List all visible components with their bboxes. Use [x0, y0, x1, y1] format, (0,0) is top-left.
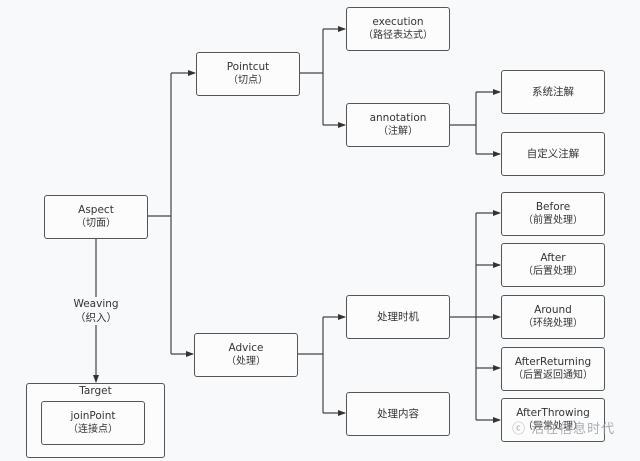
node-system-annotation[interactable]: 系统注解: [501, 70, 605, 114]
edge-timing-trunk: [450, 213, 477, 420]
node-around-title: Around: [534, 304, 572, 316]
node-after-returning[interactable]: AfterReturning （后置返回通知）: [501, 347, 605, 391]
node-pointcut-title: Pointcut: [226, 61, 270, 73]
node-before[interactable]: Before （前置处理）: [501, 192, 605, 236]
node-after-sub: （后置处理）: [523, 266, 583, 277]
node-advice-title: Advice: [228, 342, 264, 354]
node-advice-sub: （处理）: [226, 356, 266, 367]
edge-annotation-trunk: [450, 92, 477, 154]
node-after-throwing-title: AfterThrowing: [516, 407, 590, 419]
node-after[interactable]: After （后置处理）: [501, 243, 605, 287]
node-timing-title: 处理时机: [377, 311, 419, 323]
node-aspect-sub: （切面）: [76, 218, 116, 229]
node-execution-sub: （路径表达式）: [363, 30, 433, 41]
edge-label-weaving-sub: （织入）: [75, 312, 117, 324]
node-target-title: Target: [79, 385, 112, 397]
node-target[interactable]: Target joinPoint （连接点）: [26, 383, 165, 458]
node-joinpoint-title: joinPoint: [70, 410, 116, 422]
node-around-sub: （环绕处理）: [523, 318, 583, 329]
edge-label-weaving-title: Weaving: [73, 298, 119, 310]
watermark-text: 活在信息时代: [531, 422, 616, 437]
node-joinpoint-sub: （连接点）: [68, 424, 118, 435]
node-around[interactable]: Around （环绕处理）: [501, 295, 605, 339]
node-after-throwing[interactable]: AfterThrowing （异常处理）: [501, 398, 605, 442]
edge-aspect-trunk: [147, 73, 172, 354]
node-pointcut-sub: （切点）: [228, 75, 268, 86]
node-system-annotation-title: 系统注解: [532, 86, 574, 98]
edge-label-weaving: Weaving （织入）: [66, 297, 126, 325]
node-content[interactable]: 处理内容: [346, 392, 450, 436]
node-after-returning-title: AfterReturning: [514, 356, 592, 368]
node-after-throwing-sub: （异常处理）: [523, 421, 583, 432]
node-after-title: After: [540, 252, 566, 264]
node-execution[interactable]: execution （路径表达式）: [346, 7, 450, 51]
node-pointcut[interactable]: Pointcut （切点）: [196, 52, 300, 96]
node-execution-title: execution: [372, 16, 424, 28]
node-custom-annotation-title: 自定义注解: [526, 148, 580, 160]
edge-pointcut-trunk: [299, 29, 324, 125]
watermark: ⓒ 活在信息时代: [512, 418, 615, 437]
edge-advice-trunk: [297, 317, 324, 413]
node-aspect[interactable]: Aspect （切面）: [44, 195, 148, 239]
node-after-returning-sub: （后置返回通知）: [513, 370, 593, 381]
wechat-icon: ⓒ: [512, 422, 532, 437]
node-joinpoint[interactable]: joinPoint （连接点）: [41, 401, 145, 445]
node-timing[interactable]: 处理时机: [346, 295, 450, 339]
node-custom-annotation[interactable]: 自定义注解: [501, 132, 605, 176]
node-aspect-title: Aspect: [78, 204, 114, 216]
node-advice[interactable]: Advice （处理）: [194, 333, 298, 377]
node-annotation-title: annotation: [369, 112, 427, 124]
node-content-title: 处理内容: [377, 408, 419, 420]
node-annotation[interactable]: annotation （注解）: [346, 103, 450, 147]
node-before-title: Before: [535, 201, 571, 213]
node-before-sub: （前置处理）: [523, 215, 583, 226]
node-annotation-sub: （注解）: [378, 126, 418, 137]
